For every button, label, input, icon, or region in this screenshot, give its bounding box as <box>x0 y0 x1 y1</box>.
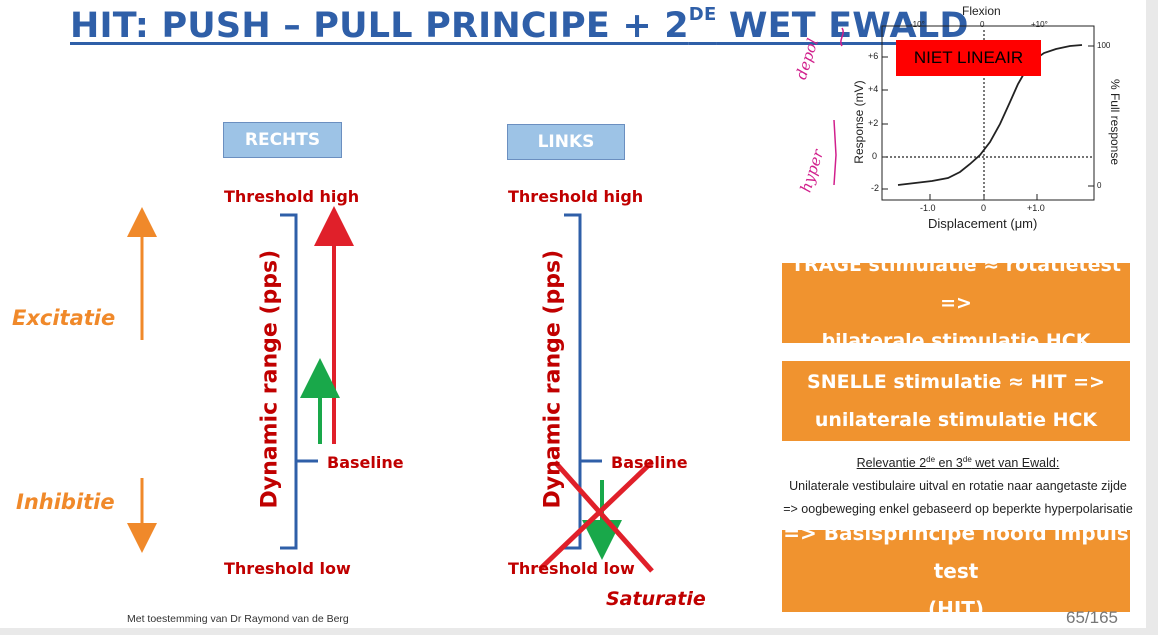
relevance-line-2: => oogbeweging enkel gebaseerd op beperk… <box>783 502 1133 516</box>
figure-y-tick-2: +4 <box>868 84 879 94</box>
saturatie-label: Saturatie <box>606 588 706 610</box>
figure-top-tick-left: -10° <box>910 20 925 29</box>
relevance-line-1: Unilaterale vestibulaire uitval en rotat… <box>789 479 1127 493</box>
rechts-dynamic-range: Dynamic range (pps) <box>257 249 283 509</box>
links-threshold-low: Threshold low <box>508 559 635 578</box>
red-cross-line-1 <box>538 460 654 571</box>
links-threshold-high: Threshold high <box>508 187 644 206</box>
figure-right-axis-label: % Full response <box>1108 78 1122 166</box>
handwritten-flourish <box>840 27 844 47</box>
page-counter: 65/165 <box>1066 608 1118 627</box>
credit-line: Met toestemming van Dr Raymond van de Be… <box>127 613 349 625</box>
figure-top-label: Flexion <box>962 4 1001 18</box>
links-baseline-label: Baseline <box>611 453 688 472</box>
figure-right-tick-top: 100 <box>1097 41 1111 50</box>
diagram-graphics <box>127 25 1095 573</box>
figure-top-tick-mid: 0 <box>980 20 985 29</box>
snelle-stimulatie-box: SNELLE stimulatie ≈ HIT =>unilaterale st… <box>782 361 1130 441</box>
viewer-bottom-edge <box>0 628 1158 635</box>
rechts-header: RECHTS <box>223 122 342 158</box>
figure-right-tick-bottom: 0 <box>1097 181 1102 190</box>
figure-x-tick-1: -1.0 <box>920 203 936 213</box>
relevance-heading: Relevantie 2de en 3de wet van Ewald: <box>856 455 1060 471</box>
slide: HIT: PUSH – PULL PRINCIPE + 2DE WET EWAL… <box>0 0 1146 628</box>
viewer-right-edge <box>1146 0 1158 635</box>
response-curve <box>897 44 1083 186</box>
figure-y-axis-label: Response (mV) <box>852 80 866 164</box>
rechts-baseline-label: Baseline <box>327 453 404 472</box>
niet-lineair-badge: NIET LINEAIR <box>896 40 1041 76</box>
links-range-bracket <box>564 213 582 550</box>
slide-title: HIT: PUSH – PULL PRINCIPE + 2DE WET EWAL… <box>70 4 969 46</box>
figure-top-tick-right: +10° <box>1031 20 1048 29</box>
figure-y-tick-5: -2 <box>871 183 880 193</box>
figure-x-tick-2: 0 <box>981 203 987 213</box>
figure-x-tick-3: +1.0 <box>1027 203 1045 213</box>
figure-y-tick-1: +6 <box>868 51 879 61</box>
links-header: LINKS <box>507 124 625 160</box>
rechts-threshold-high: Threshold high <box>224 187 360 206</box>
response-figure-ticks <box>882 45 1094 200</box>
figure-x-axis-label: Displacement (μm) <box>928 216 1038 231</box>
rechts-threshold-low: Threshold low <box>224 559 351 578</box>
red-cross-line-2 <box>553 460 654 573</box>
trage-stimulatie-box: TRAGE stimulatie ≈ rotatietest =>bilater… <box>782 254 1130 352</box>
links-dynamic-range: Dynamic range (pps) <box>540 249 566 509</box>
rechts-range-bracket <box>280 213 298 550</box>
inhibitie-label: Inhibitie <box>16 490 115 514</box>
response-figure-frame <box>881 25 1095 201</box>
excitatie-label: Excitatie <box>12 306 116 330</box>
figure-y-tick-4: 0 <box>872 151 878 161</box>
basisprincipe-box: => Basisprincipe hoofd impuls test(HIT) <box>782 521 1130 621</box>
handwritten-bracket <box>833 119 837 186</box>
figure-y-tick-3: +2 <box>868 118 879 128</box>
